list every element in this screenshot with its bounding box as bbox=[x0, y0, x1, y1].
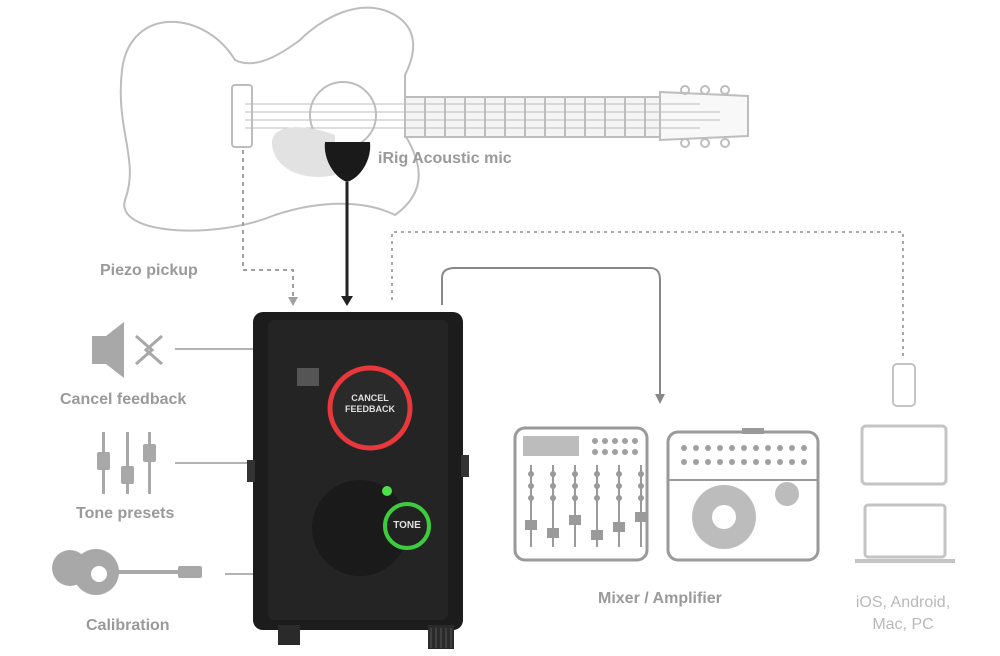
mixer-icon bbox=[513, 426, 649, 562]
feedback-cancel-icon bbox=[135, 334, 163, 366]
irig-device bbox=[247, 312, 469, 649]
cancel-button-line2: FEEDBACK bbox=[344, 404, 395, 414]
devices-label: iOS, Android, Mac, PC bbox=[848, 592, 958, 636]
output-cable bbox=[441, 267, 661, 395]
tone-button[interactable]: TONE bbox=[393, 520, 421, 531]
mic-label: iRig Acoustic mic bbox=[378, 150, 512, 167]
cancel-feedback-button[interactable]: CANCEL FEEDBACK bbox=[330, 393, 410, 415]
sliders-icon bbox=[97, 432, 156, 494]
pickguard bbox=[271, 127, 335, 177]
devices-label-line1: iOS, Android, bbox=[855, 594, 951, 611]
calibration-label: Calibration bbox=[86, 617, 170, 634]
guitar-cable-icon bbox=[52, 549, 202, 595]
mic-arrow bbox=[341, 296, 353, 306]
cancel-feedback-label: Cancel feedback bbox=[60, 391, 187, 408]
devices-label-line2: Mac, PC bbox=[872, 616, 934, 633]
acoustic-guitar bbox=[119, 6, 749, 232]
speaker-icon bbox=[92, 322, 124, 378]
amplifier-icon bbox=[666, 428, 820, 562]
output-arrow bbox=[655, 394, 665, 404]
piezo-label: Piezo pickup bbox=[100, 262, 198, 279]
phone-icon bbox=[892, 363, 916, 407]
device-cable bbox=[391, 231, 904, 360]
irig-mic-icon bbox=[324, 142, 371, 182]
cancel-button-line1: CANCEL bbox=[351, 393, 389, 403]
piezo-cable bbox=[242, 150, 294, 298]
piezo-arrow bbox=[288, 297, 298, 306]
mixer-amplifier-label: Mixer / Amplifier bbox=[598, 590, 722, 607]
laptop-icon bbox=[855, 503, 955, 563]
tone-presets-label: Tone presets bbox=[76, 505, 175, 522]
tablet-icon bbox=[860, 424, 948, 486]
